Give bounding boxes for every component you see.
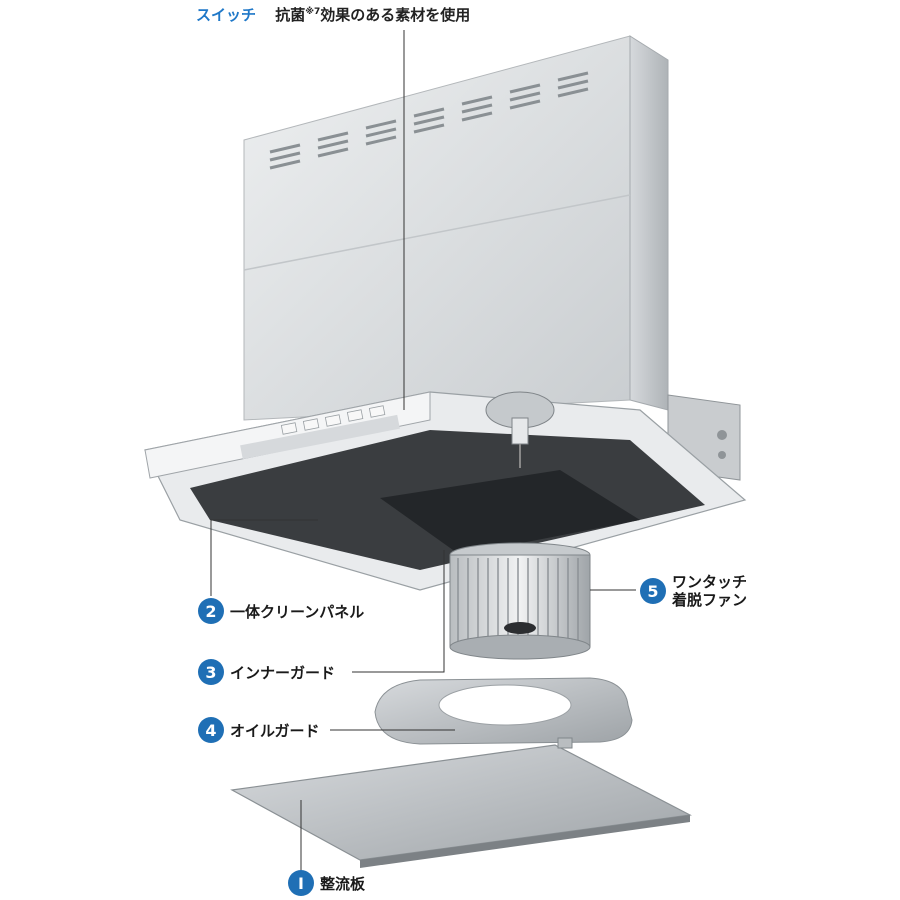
callout-integrated-clean-panel: 2 一体クリーンパネル: [198, 598, 364, 624]
number-badge: I: [288, 870, 314, 896]
description-pre: 抗菌: [275, 6, 306, 24]
number-badge: 3: [198, 659, 224, 685]
number-badge: 5: [640, 578, 666, 604]
motor: [485, 391, 555, 468]
fan-sirocco: [449, 542, 591, 660]
callout-oil-guard: 4 オイルガード: [198, 717, 320, 743]
rectifying-plate: [230, 737, 692, 868]
switch-buttons: [280, 405, 386, 435]
oil-guard: [374, 677, 633, 745]
callout-inner-guard: 3 インナーガード: [198, 659, 335, 685]
callout-label-line2: 着脱ファン: [672, 591, 748, 609]
callout-label: オイルガード: [230, 721, 320, 740]
callout-label: インナーガード: [230, 663, 336, 682]
number-badge: 4: [198, 717, 224, 743]
switch-label: スイッチ: [196, 6, 257, 24]
leader-lines: [210, 30, 636, 872]
header-text: スイッチ 抗菌※7効果のある素材を使用: [196, 4, 470, 25]
callout-one-touch-fan: 5 ワンタッチ 着脱ファン: [640, 573, 747, 609]
number-badge: 2: [198, 598, 224, 624]
vent-slots: [269, 71, 589, 170]
switch-panel: [240, 414, 400, 460]
description-post: 効果のある素材を使用: [320, 6, 471, 24]
hood-body: [144, 391, 747, 591]
callout-label-line1: ワンタッチ: [672, 573, 748, 591]
callout-label: 一体クリーンパネル: [230, 602, 365, 621]
callout-rectifying-plate: I 整流板: [288, 870, 365, 896]
callout-label: 整流板: [320, 874, 366, 893]
footnote-mark: ※7: [305, 7, 321, 17]
upper-cover: [243, 35, 669, 421]
